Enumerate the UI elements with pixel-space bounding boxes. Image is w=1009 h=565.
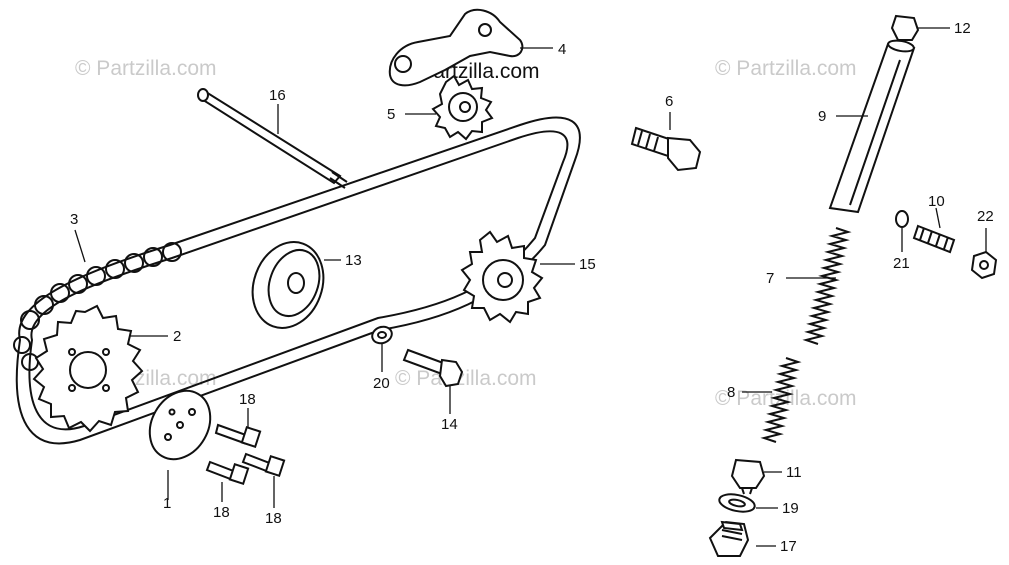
callout-5: 5 — [387, 106, 395, 123]
callout-1: 1 — [163, 495, 171, 512]
callout-10: 10 — [928, 193, 945, 210]
tensioner-pipe-part[interactable] — [828, 39, 916, 214]
callout-18: 18 — [265, 510, 282, 527]
bolt-part[interactable] — [241, 452, 286, 478]
callout-20: 20 — [373, 375, 390, 392]
cam-chain-part[interactable] — [13, 116, 581, 445]
leader-lines — [74, 27, 987, 547]
flange-bolt-part[interactable] — [630, 126, 702, 172]
tensioner-spring-part[interactable] — [802, 227, 852, 345]
stud-bolt-part[interactable] — [912, 224, 956, 254]
callout-8: 8 — [727, 384, 735, 401]
callout-14: 14 — [441, 416, 458, 433]
callout-9: 9 — [818, 108, 826, 125]
idler-sprocket-part[interactable] — [460, 230, 544, 324]
washer-part[interactable] — [370, 324, 394, 346]
sealing-washer-part[interactable] — [718, 491, 757, 514]
callout-4: 4 — [558, 41, 566, 58]
callout-18: 18 — [239, 391, 256, 408]
o-ring-part[interactable] — [895, 210, 909, 228]
callout-2: 2 — [173, 328, 181, 345]
callout-7: 7 — [766, 270, 774, 287]
callout-11: 11 — [786, 464, 802, 481]
callout-18: 18 — [213, 504, 230, 521]
watermark: © Partzilla.com — [715, 387, 857, 410]
bolt-part[interactable] — [205, 460, 250, 486]
chain-guide-bracket-part[interactable] — [388, 8, 524, 87]
callout-12: 12 — [954, 20, 971, 37]
callout-21: 21 — [893, 255, 910, 272]
callout-15: 15 — [579, 256, 596, 273]
tensioner-roller-part[interactable] — [241, 232, 335, 338]
sealing-bolt-part[interactable] — [708, 520, 750, 557]
tube-cap-part[interactable] — [890, 14, 920, 41]
watermark: © Partzilla.com — [75, 57, 217, 80]
tensioner-short-spring-part[interactable] — [760, 357, 802, 443]
callout-labels: 1 2 3 4 5 6 7 8 9 10 11 12 13 14 15 16 1… — [70, 20, 994, 555]
nut-part[interactable] — [970, 250, 998, 280]
shaft-part[interactable] — [197, 88, 348, 189]
sprocket-plate-part[interactable] — [138, 380, 222, 470]
callout-19: 19 — [782, 500, 799, 517]
small-sprocket-part[interactable] — [431, 74, 494, 141]
bolt-part[interactable] — [214, 423, 262, 449]
callout-6: 6 — [665, 93, 673, 110]
tensioner-bolt-part[interactable] — [402, 348, 464, 388]
callout-22: 22 — [977, 208, 994, 225]
watermark: © Partzilla.com — [715, 57, 857, 80]
callout-3: 3 — [70, 211, 78, 228]
watermark: © Partzilla.com — [395, 367, 537, 390]
callout-16: 16 — [269, 87, 286, 104]
callout-17: 17 — [780, 538, 797, 555]
plunger-part[interactable] — [730, 458, 766, 495]
cam-sprocket-part[interactable] — [32, 304, 144, 433]
callout-13: 13 — [345, 252, 362, 269]
